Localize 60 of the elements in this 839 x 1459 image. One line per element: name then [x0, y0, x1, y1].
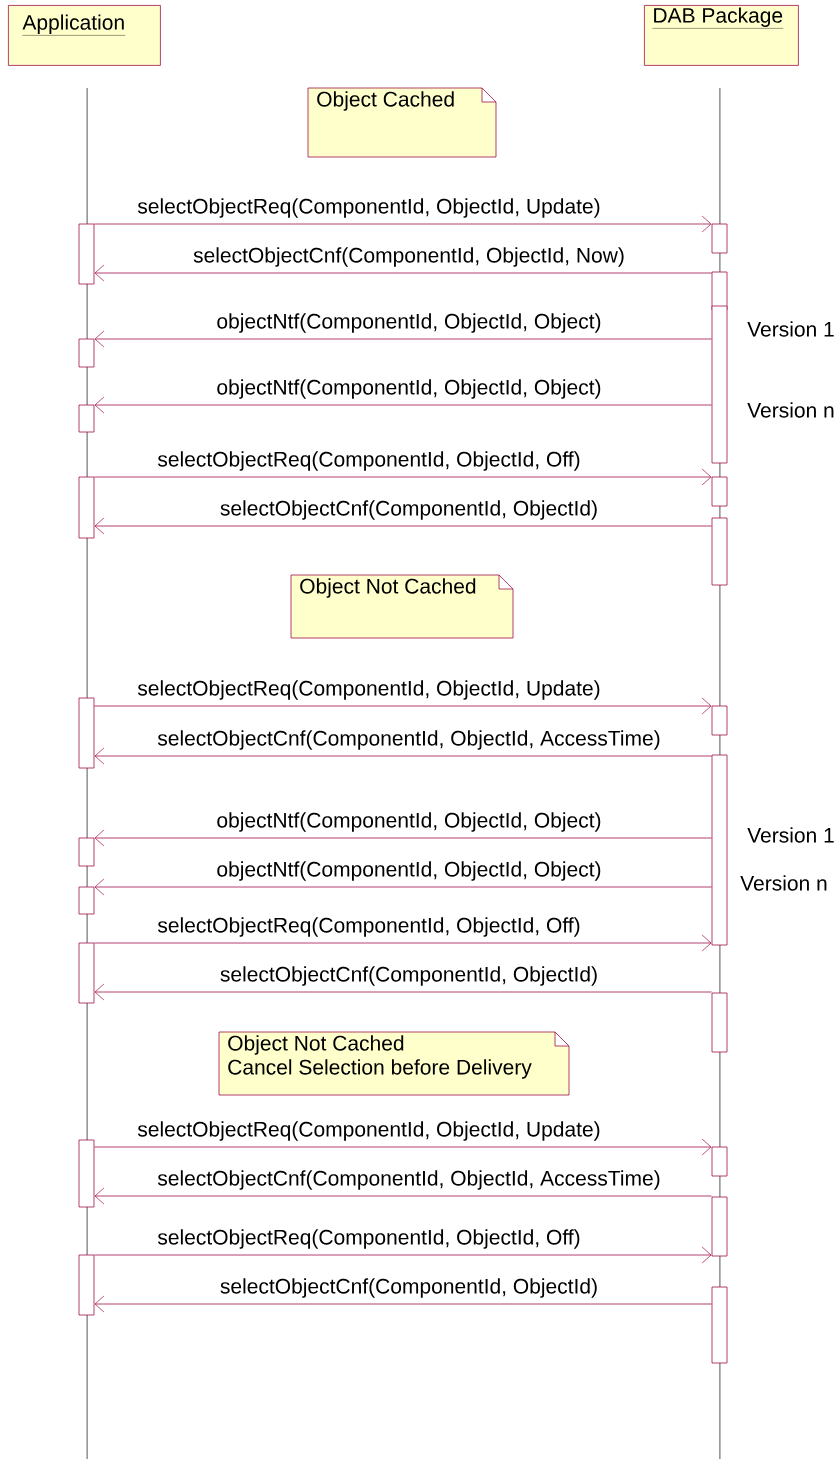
annotation-text: Version n [747, 402, 834, 418]
message-arrow [94, 468, 712, 486]
message-arrow [94, 983, 712, 1001]
activation-bar [711, 476, 728, 507]
message-label: selectObjectReq(ComponentId, ObjectId, Update) [136, 679, 602, 701]
message-label: objectNtf(ComponentId, ObjectId, Object) [215, 860, 603, 882]
message-arrow [94, 697, 712, 715]
activation-bar [711, 992, 728, 1053]
message-arrow [94, 517, 712, 535]
message-label: selectObjectReq(ComponentId, ObjectId, Update) [136, 197, 602, 219]
activation-bar [78, 837, 95, 867]
activation-bar [78, 886, 95, 915]
activation-bar [711, 223, 728, 254]
message-label: selectObjectCnf(ComponentId, ObjectId, Now) [192, 246, 626, 268]
message-arrow [94, 215, 712, 233]
annotation-text: Version n [740, 875, 827, 891]
message-label: selectObjectReq(ComponentId, ObjectId, Off) [156, 450, 582, 472]
message-arrow [94, 264, 712, 282]
participant-box: DAB Package [644, 5, 799, 66]
activation-bar [711, 705, 728, 736]
message-label: selectObjectReq(ComponentId, ObjectId, Off) [156, 916, 582, 938]
message-arrow [94, 878, 712, 896]
activation-bar [711, 517, 728, 586]
activation-bar [711, 1146, 728, 1177]
message-arrow [94, 829, 712, 847]
note: Object Not Cached Cancel Selection before Delivery [218, 1031, 570, 1096]
activation-bar [711, 1196, 728, 1257]
message-label: selectObjectCnf(ComponentId, ObjectId, AccessTime) [156, 729, 662, 751]
activation-bar [711, 1286, 728, 1364]
activation-bar [78, 223, 95, 285]
message-label: objectNtf(ComponentId, ObjectId, Object) [215, 312, 603, 334]
message-label: selectObjectCnf(ComponentId, ObjectId) [218, 965, 600, 987]
activation-bar [78, 476, 95, 539]
message-label: selectObjectCnf(ComponentId, ObjectId) [218, 1277, 600, 1299]
message-label: selectObjectCnf(ComponentId, ObjectId, AccessTime) [156, 1169, 662, 1191]
message-label: selectObjectReq(ComponentId, ObjectId, Update) [136, 1120, 602, 1142]
activation-bar [78, 404, 95, 433]
participant-box: Application [8, 5, 161, 66]
message-arrow [94, 1295, 712, 1313]
note: Object Cached [307, 87, 497, 158]
message-arrow [94, 396, 712, 414]
message-arrow [94, 1246, 712, 1264]
message-label: selectObjectCnf(ComponentId, ObjectId) [218, 499, 600, 521]
annotation-text: Version 1 [747, 321, 834, 337]
message-arrow [94, 1138, 712, 1156]
activation-bar [78, 1254, 95, 1316]
message-label: selectObjectReq(ComponentId, ObjectId, Off) [156, 1228, 582, 1250]
activation-bar [78, 1139, 95, 1208]
annotation-text: Version 1 [747, 827, 834, 843]
message-arrow [94, 1187, 712, 1205]
note: Object Not Cached [290, 574, 514, 639]
activation-bar [78, 697, 95, 769]
activation-bar [711, 754, 728, 946]
message-label: objectNtf(ComponentId, ObjectId, Object) [215, 378, 603, 400]
message-arrow [94, 934, 712, 952]
message-arrow [94, 330, 712, 348]
activation-bar [78, 942, 95, 1004]
activation-bar [78, 338, 95, 368]
message-arrow [94, 747, 712, 765]
message-label: objectNtf(ComponentId, ObjectId, Object) [215, 811, 603, 833]
